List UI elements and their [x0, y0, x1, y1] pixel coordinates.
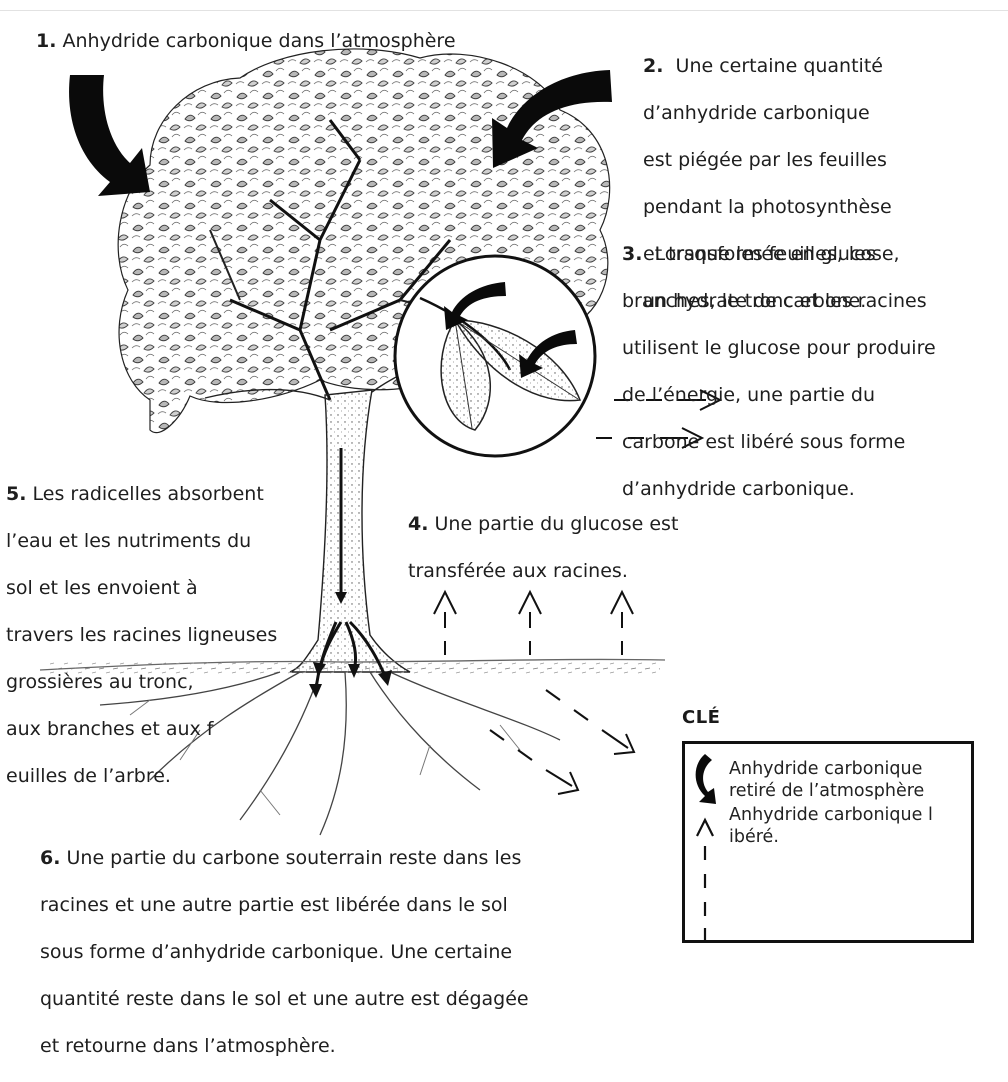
step-3-label: 3. Lorsque les feuilles, les branches, l… — [622, 219, 936, 525]
step-5-label: 5. Les radicelles absorbent l’eau et les… — [6, 459, 277, 812]
key-box: Anhydride carbonique retiré de l’atmosph… — [682, 741, 974, 943]
co2-release-arrows-underground — [490, 690, 634, 794]
step-number: 4. — [408, 513, 428, 535]
key-released-label: Anhydride carbonique l ibéré. — [729, 804, 933, 848]
step-number: 2. — [643, 55, 663, 77]
step-number: 6. — [40, 847, 60, 869]
step-4-label: 4. Une partie du glucose est transférée … — [408, 489, 678, 607]
co2-absorption-arrow-left — [69, 75, 150, 196]
key-removed-label: Anhydride carbonique retiré de l’atmosph… — [729, 758, 924, 802]
step-1-label: 1. Anhydride carbonique dans l’atmosphèr… — [36, 30, 456, 54]
key-title: CLÉ — [682, 707, 720, 728]
leaf-inset — [395, 256, 595, 456]
step-number: 3. — [622, 243, 642, 265]
step-number: 5. — [6, 483, 26, 505]
step-6-label: 6. Une partie du carbone souterrain rest… — [40, 823, 529, 1082]
step-number: 1. — [36, 30, 56, 52]
